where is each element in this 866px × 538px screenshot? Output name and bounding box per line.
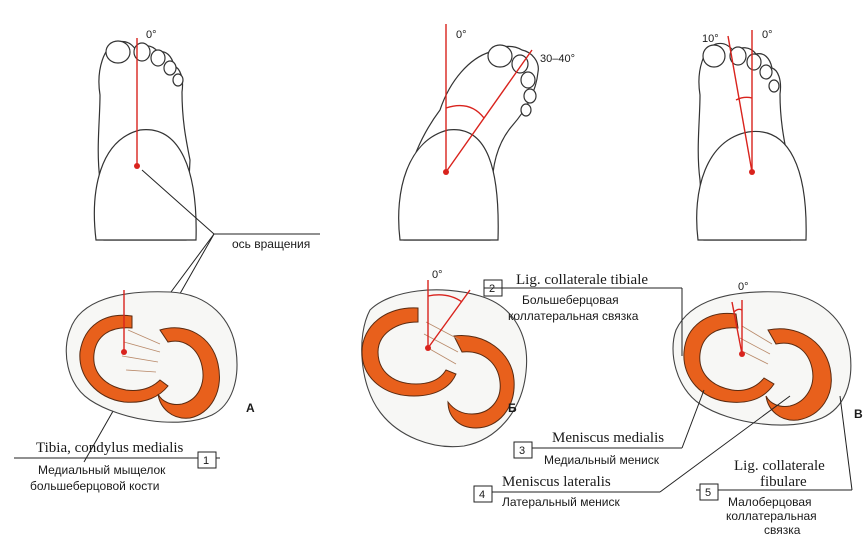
callout-5-latin-line2: fibulare	[760, 474, 807, 490]
callout-2-ru-line2: коллатеральная связка	[508, 309, 639, 323]
panel-label-b: Б	[508, 401, 517, 415]
lateral-meniscus-c	[765, 328, 832, 421]
callout-5: 5 Lig. collaterale fibulare Малоберцовая…	[696, 395, 853, 537]
callout-2-number: 2	[489, 283, 495, 295]
callout-3-number: 3	[519, 445, 525, 457]
callout-5-ru-line2: коллатеральная	[726, 509, 817, 523]
lateral-meniscus-a	[157, 327, 220, 419]
rotation-axis-label: ось вращения	[232, 237, 310, 251]
angle-label-b-zero: 0°	[456, 29, 467, 41]
medial-meniscus-a	[79, 314, 169, 403]
callout-4-ru: Латеральный мениск	[502, 495, 620, 509]
callout-4-badge	[473, 485, 493, 503]
callout-5-number: 5	[705, 487, 711, 499]
callout-4: 4 Meniscus lateralis Латеральный мениск	[473, 395, 791, 509]
callout-2-ru-line1: Большеберцовая	[522, 293, 619, 307]
callout-3: 3 Meniscus medialis Медиальный мениск	[513, 389, 705, 467]
callout-3-badge	[513, 441, 533, 459]
callout-2-latin: Lig. collaterale tibiale	[516, 272, 648, 288]
callout-1-ru-line1: Медиальный мыщелок	[38, 463, 166, 477]
callout-5-latin-line1: Lig. collaterale	[734, 458, 825, 474]
callout-4-latin: Meniscus lateralis	[502, 474, 611, 490]
foot-knee-view-c: 10° 0°	[696, 29, 807, 241]
callout-3-ru: Медиальный мениск	[544, 453, 660, 467]
angle-label-a-zero: 0°	[146, 29, 157, 41]
medial-meniscus-c	[683, 312, 775, 403]
panel-label-c: В	[854, 407, 863, 421]
panel-label-a: А	[246, 401, 255, 415]
callout-2: 2 Lig. collaterale tibiale Большеберцова…	[483, 272, 683, 356]
tibial-plateau-b: 0° Б	[361, 269, 528, 448]
foot-knee-view-b: 0° 30–40°	[398, 24, 575, 241]
angle-label-b-small-zero: 0°	[432, 269, 443, 281]
callout-5-ru-line3: связка	[764, 523, 801, 537]
callout-1-badge	[197, 451, 217, 469]
callout-1-ru-line2: большеберцовой кости	[30, 479, 159, 493]
callout-4-number: 4	[479, 489, 485, 501]
callout-1: Tibia, condylus medialis 1 Медиальный мы…	[14, 440, 220, 493]
lateral-meniscus-b	[447, 335, 515, 429]
medial-meniscus-b	[361, 307, 457, 397]
angle-label-c-zero: 0°	[762, 29, 773, 41]
callout-5-ru-line1: Малоберцовая	[728, 495, 812, 509]
tibial-plateau-c: 0° В	[672, 281, 863, 426]
foot-knee-view-a: 0°	[93, 29, 197, 241]
tibial-plateau-a: А	[65, 290, 255, 423]
angle-label-b-range: 30–40°	[540, 53, 575, 65]
callout-3-latin: Meniscus medialis	[552, 430, 664, 446]
callout-1-number: 1	[203, 455, 209, 467]
angle-label-c-ten: 10°	[702, 33, 719, 45]
angle-label-c-small-zero: 0°	[738, 281, 749, 293]
callout-1-latin: Tibia, condylus medialis	[36, 440, 184, 456]
callout-5-badge	[699, 483, 719, 501]
